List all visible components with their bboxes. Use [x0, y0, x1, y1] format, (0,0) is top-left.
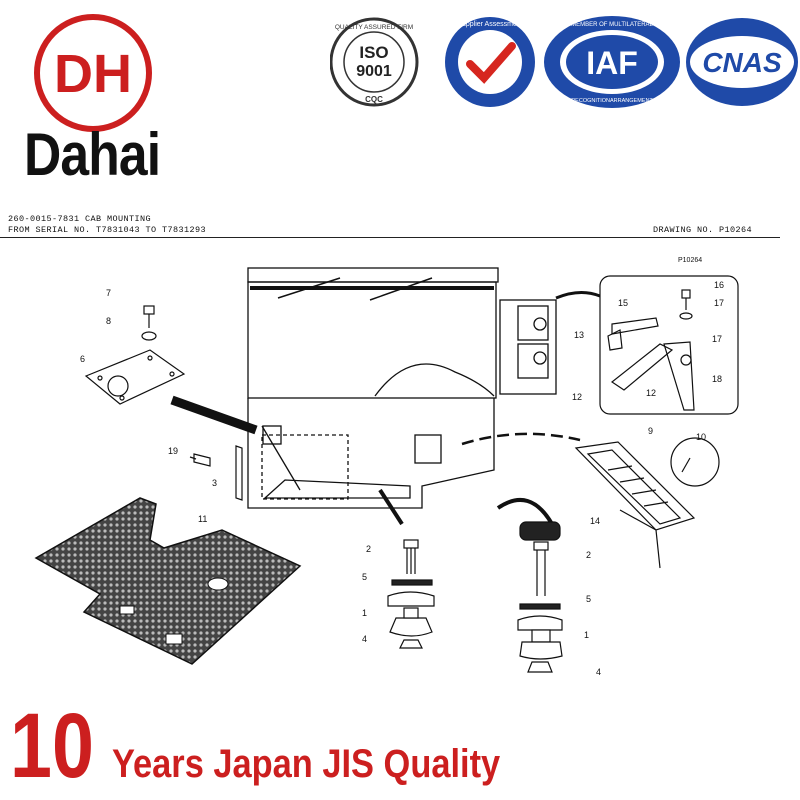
- supplier-seal-text: Supplier Assessment: [457, 21, 522, 28]
- callout-5-right: 5: [586, 594, 591, 604]
- callout-7: 7: [106, 288, 111, 298]
- callout-17-mid: 17: [712, 334, 722, 344]
- callout-15: 15: [618, 298, 628, 308]
- callout-4-right: 4: [596, 667, 601, 677]
- iso-9001-seal: QUALITY ASSURED FIRM ISO 9001 CQC: [330, 17, 419, 107]
- leader-detail: [555, 291, 601, 300]
- brand-name: Dahai: [24, 121, 161, 188]
- dh-logo: DH: [34, 14, 152, 132]
- callout-6: 6: [80, 354, 85, 364]
- callout-13: 13: [574, 330, 584, 340]
- callout-18: 18: [712, 374, 722, 384]
- iso-seal-9001: 9001: [356, 63, 392, 80]
- callout-4-left: 4: [362, 634, 367, 644]
- iaf-seal-iaf: IAF: [586, 45, 638, 81]
- drawing-number: DRAWING NO. P10264: [652, 225, 752, 235]
- cab-body: [247, 267, 557, 509]
- mounting-plate: [84, 305, 186, 405]
- certification-logos: QUALITY ASSURED FIRM ISO 9001 CQC Suppli…: [330, 16, 798, 108]
- mount-stack-left: [387, 539, 435, 649]
- callout-19: 19: [168, 446, 178, 456]
- callout-3: 3: [212, 478, 217, 488]
- quality-tagline: Years Japan JIS Quality: [112, 742, 501, 786]
- cnas-seal-text: CNAS: [702, 47, 782, 78]
- callout-5-left: 5: [362, 572, 367, 582]
- leader-dashed: [461, 432, 581, 446]
- header-rule: [0, 237, 780, 238]
- iso-seal-iso: ISO: [359, 43, 388, 62]
- iaf-seal: MEMBER OF MULTILATERAL IAF RECOGNITIONAR…: [544, 16, 680, 108]
- callout-12-cab: 12: [572, 392, 582, 402]
- drawing-ref-code: P10264: [678, 257, 702, 264]
- leader-mount-left: [378, 488, 404, 526]
- years-number: 10: [10, 695, 94, 797]
- side-bolt: [189, 445, 243, 501]
- serial-range: FROM SERIAL NO. T7831043 TO T7831293: [8, 225, 207, 235]
- iaf-seal-top: MEMBER OF MULTILATERAL: [571, 22, 653, 28]
- mount-stack-right: [517, 521, 563, 673]
- callout-8: 8: [106, 316, 111, 326]
- callout-11: 11: [198, 514, 207, 524]
- callout-9: 9: [648, 426, 653, 436]
- callout-14: 14: [590, 516, 600, 526]
- callout-1-right: 1: [584, 630, 589, 640]
- dh-logo-text: DH: [54, 44, 132, 104]
- callout-1-left: 1: [362, 608, 367, 618]
- iso-seal-cqc: CQC: [365, 95, 383, 104]
- callout-12-inset: 12: [646, 388, 656, 398]
- leader-thick-1: [170, 395, 258, 435]
- callout-2-right: 2: [586, 550, 591, 560]
- step-assembly: [574, 437, 720, 569]
- callout-2-left: 2: [366, 544, 371, 554]
- iso-seal-ring-text: QUALITY ASSURED FIRM: [335, 24, 413, 31]
- cnas-seal: CNAS: [686, 18, 798, 106]
- callout-10: 10: [696, 432, 706, 442]
- detail-inset: [599, 275, 739, 415]
- supplier-assessment-seal: Supplier Assessment: [445, 17, 535, 107]
- callout-16: 16: [714, 280, 724, 290]
- cab-mounting-diagram: P10264: [34, 257, 739, 677]
- callouts: 7 8 6 19 3 11 2 5 1 4 14 2 5 1 4 13 12 9…: [80, 280, 724, 677]
- part-title: 260-0015-7831 CAB MOUNTING: [8, 214, 152, 224]
- iaf-seal-bottom: RECOGNITIONARRANGEMENT: [571, 98, 653, 104]
- leader-mount-right: [496, 498, 554, 526]
- callout-17-top: 17: [714, 298, 724, 308]
- floor-mat: [34, 497, 302, 665]
